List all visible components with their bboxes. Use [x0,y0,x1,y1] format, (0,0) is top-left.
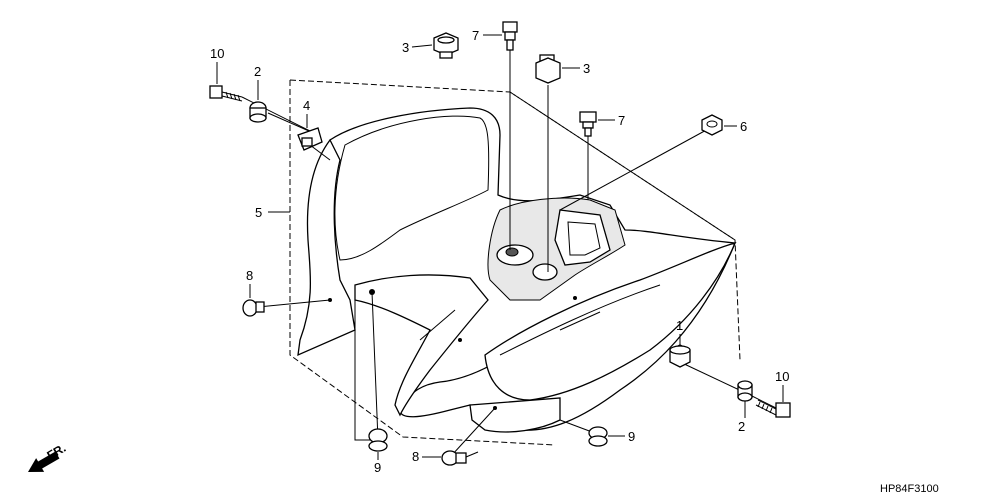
grommet-9-left [368,428,388,452]
diagram-code: HP84F3100 [880,483,939,495]
callout-8-left: 8 [246,268,253,283]
bolt-10-bottom [755,399,791,418]
front-direction-indicator: FR. [28,441,68,472]
callout-9-bottom: 9 [628,429,635,444]
callout-2-top: 2 [254,64,261,79]
rear-fender [297,107,737,433]
clip-nut-4 [297,127,323,151]
callouts: 10 2 4 5 8 3 7 3 7 6 1 10 2 9 8 9 [210,28,789,475]
callout-10-bottom: 10 [775,369,789,384]
callout-3-top: 3 [402,40,409,55]
callout-8-bottom: 8 [412,449,419,464]
callout-4: 4 [303,98,310,113]
nut-3-right [535,54,561,84]
callout-7-top: 7 [472,28,479,43]
hardware [209,21,791,466]
screw-8-left [242,299,265,317]
assembly-outline [289,79,741,446]
grommet-9-bottom [588,426,608,447]
collar-2-bottom [737,380,753,402]
callout-3-right: 3 [583,61,590,76]
screw-7-right [579,111,597,137]
screw-7-top [502,21,518,51]
callout-1: 1 [676,318,683,333]
callout-9-left: 9 [374,460,381,475]
callout-5: 5 [255,205,262,220]
front-arrow-icon [28,451,60,472]
bolt-10-top [209,85,243,102]
collar-1 [669,344,691,368]
bracket-5 [268,211,375,441]
callout-2-bottom: 2 [738,419,745,434]
collar-2-top [249,101,267,123]
nut-3-top [433,32,459,59]
screw-8-bottom [441,450,479,466]
callout-6: 6 [740,119,747,134]
grommet-6 [701,114,723,136]
callout-7-right: 7 [618,113,625,128]
callout-10-top: 10 [210,46,224,61]
